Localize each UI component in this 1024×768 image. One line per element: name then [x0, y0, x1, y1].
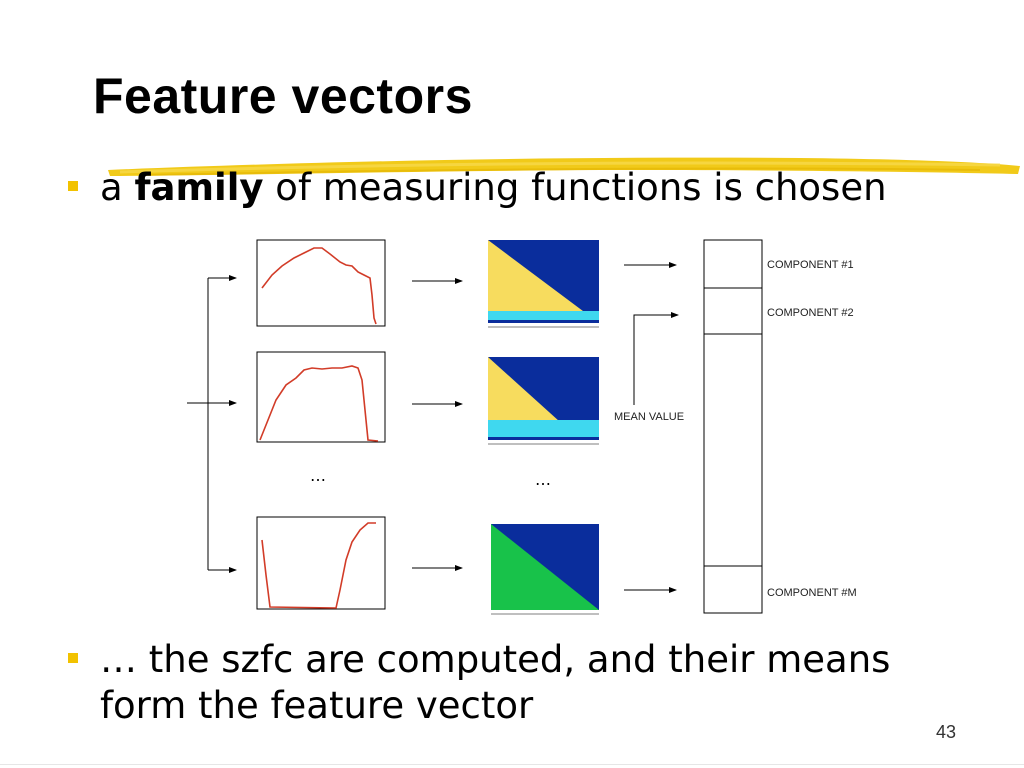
- bullet-2-line-1: … the szfc are computed, and their means: [100, 638, 891, 681]
- slide-title: Feature vectors: [93, 68, 473, 124]
- plot-box-1: [256, 239, 386, 327]
- plot-curve-1: [261, 247, 377, 325]
- plot-box-2: [256, 351, 386, 443]
- footer-divider: [0, 764, 1024, 765]
- ellipsis-left: …: [310, 466, 326, 485]
- bullet-2: … the szfc are computed, and their means…: [100, 637, 890, 729]
- bullet-marker-2: [68, 653, 78, 663]
- bullet-2-line-2: form the feature vector: [100, 684, 534, 727]
- page-number: 43: [935, 722, 956, 742]
- component-label-1: COMPONENT #1: [767, 259, 854, 271]
- mean-value-label: MEAN VALUE: [614, 411, 684, 423]
- component-label-2: COMPONENT #2: [767, 307, 854, 319]
- right-arrows: [624, 262, 679, 593]
- bullet-1: a family of measuring functions is chose…: [100, 165, 887, 211]
- plot-box-3: [256, 516, 386, 610]
- component-label-m: COMPONENT #M: [767, 587, 857, 599]
- feature-vector-column: [703, 239, 763, 614]
- title-highlight-stroke: [108, 157, 1020, 176]
- input-branch-lines: [187, 275, 237, 573]
- bullet-1-bold-word: family: [134, 166, 264, 209]
- plot-curve-2: [259, 365, 379, 442]
- plot-curve-3: [261, 522, 376, 609]
- bullet-1-text-end: of measuring functions is chosen: [263, 166, 887, 209]
- bullet-1-text-start: a: [100, 166, 135, 209]
- szfc-map-2: [488, 357, 599, 445]
- szfc-map-1: [488, 240, 599, 328]
- szfc-map-3: [491, 524, 599, 615]
- ellipsis-middle: …: [535, 470, 551, 489]
- bullet-marker-1: [68, 181, 78, 191]
- middle-arrows: [412, 278, 463, 571]
